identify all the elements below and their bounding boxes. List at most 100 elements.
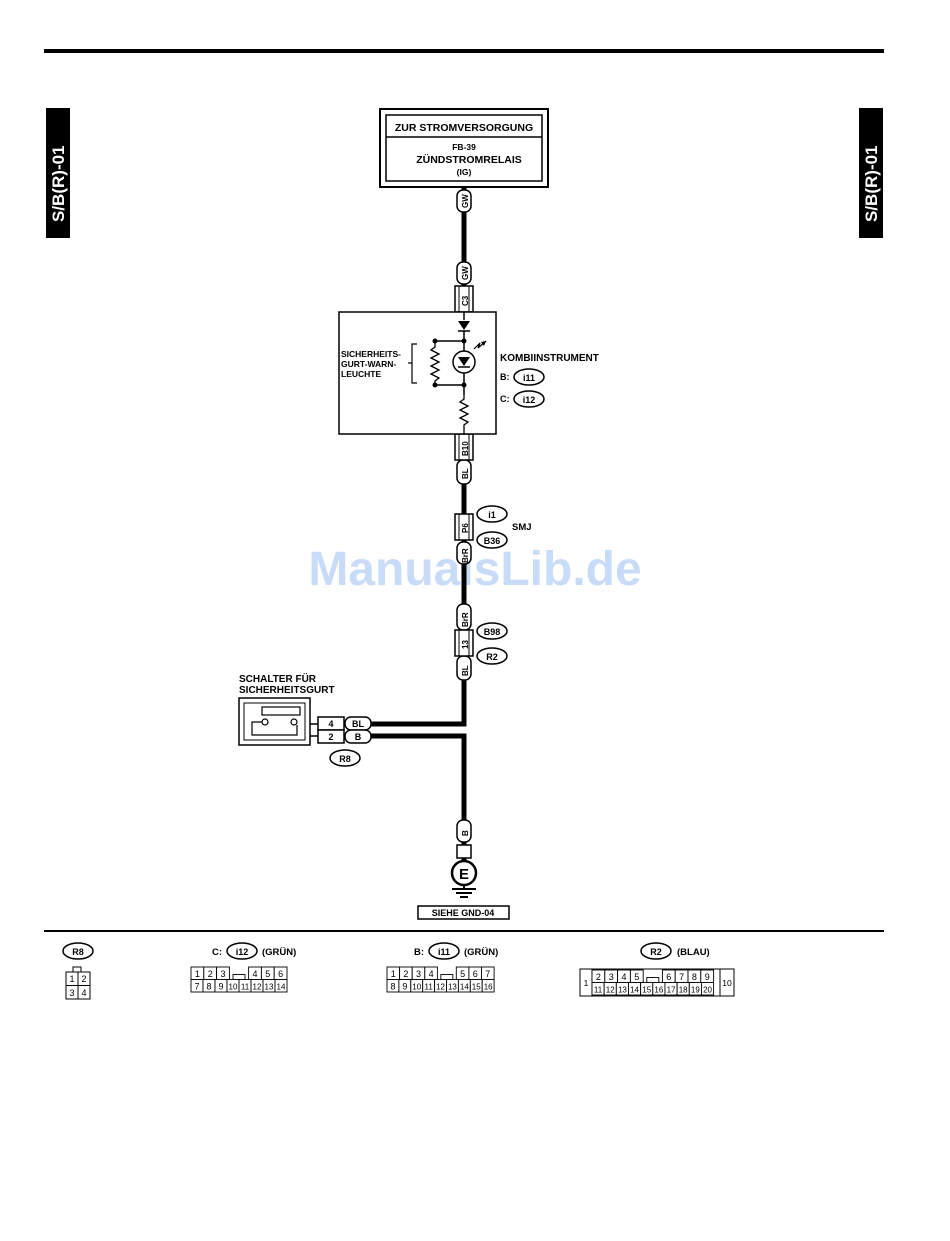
ground-symbol: E — [450, 844, 478, 898]
switch-pin-2: 2 — [317, 729, 345, 744]
wire-label-gw-bottom: GW — [456, 261, 472, 285]
pin-number: 15 — [472, 983, 481, 992]
legend-rule — [44, 930, 884, 932]
svg-text:i11: i11 — [523, 373, 535, 383]
pin-number: 4 — [429, 969, 434, 979]
pin-number: 9 — [218, 982, 223, 992]
pin-number: 14 — [460, 983, 469, 992]
watermark: ManualsLib.de — [308, 543, 641, 596]
pin-number: 10 — [412, 983, 421, 992]
smj-connector-b36: B36 — [476, 531, 508, 549]
smj-label: SMJ — [512, 522, 532, 533]
pin-number: 14 — [277, 983, 286, 992]
side-tab-left: S/B(R)-01 — [46, 108, 70, 238]
lamp-label-line1: SICHERHEITS- — [341, 349, 401, 359]
wire-label-b-ground: B — [456, 819, 472, 843]
main-wire — [370, 187, 467, 860]
svg-text:B: B — [461, 830, 470, 836]
svg-text:B10: B10 — [461, 441, 470, 456]
pin-number: 13 — [448, 983, 457, 992]
power-supply-box: ZUR STROMVERSORGUNG FB-39 ZÜNDSTROMRELAI… — [379, 108, 549, 188]
svg-text:2: 2 — [81, 974, 86, 984]
pin-number: 10 — [229, 983, 238, 992]
svg-text:R8: R8 — [339, 754, 351, 764]
pin-number: 18 — [679, 986, 688, 995]
svg-text:(GRÜN): (GRÜN) — [262, 947, 296, 958]
svg-text:BL: BL — [461, 665, 470, 676]
pin-number: 12 — [253, 983, 262, 992]
switch-pin-4: 4 — [317, 716, 345, 731]
pin-number: 12 — [436, 983, 445, 992]
wire-label-brr-lower: BrR — [456, 603, 472, 631]
pin-number: 11 — [594, 986, 603, 995]
svg-text:B98: B98 — [484, 627, 501, 637]
pin-number: 5 — [460, 969, 465, 979]
pin-number: 7 — [194, 982, 199, 992]
connector-b98: B98 — [476, 622, 508, 640]
pin-number: 19 — [691, 986, 700, 995]
svg-text:10: 10 — [722, 978, 732, 988]
pin-number: 12 — [606, 986, 615, 995]
svg-text:i12: i12 — [236, 947, 249, 957]
ground-letter: E — [459, 866, 469, 883]
connector-key — [440, 974, 454, 980]
switch-label-line2: SICHERHEITSGURT — [239, 685, 335, 696]
pin-number: 11 — [241, 983, 250, 992]
wire-label-switch-bl: BL — [344, 716, 372, 731]
svg-text:1: 1 — [69, 974, 74, 984]
pin-number: 6 — [666, 972, 671, 982]
wire-label-gw-top: GW — [456, 189, 472, 213]
pin-number: 9 — [402, 982, 407, 992]
pin-c3: C3 — [454, 285, 474, 313]
svg-text:i1: i1 — [488, 510, 496, 520]
pin-number: 6 — [278, 969, 283, 979]
pin-number: 13 — [265, 983, 274, 992]
lamp-label-line2: GURT-WARN- — [341, 359, 396, 369]
svg-text:1: 1 — [584, 978, 589, 988]
svg-text:R8: R8 — [72, 947, 84, 957]
svg-text:B36: B36 — [484, 536, 501, 546]
pin-number: 7 — [485, 969, 490, 979]
seat-belt-switch — [238, 697, 311, 746]
pin-number: 4 — [252, 969, 257, 979]
pin-number: 2 — [596, 972, 601, 982]
lamp-label-line3: LEUCHTE — [341, 369, 381, 379]
pin-number: 2 — [208, 969, 213, 979]
pin-number: 5 — [634, 972, 639, 982]
switch-label-line1: SCHALTER FÜR — [239, 672, 317, 685]
pin-number: 1 — [195, 969, 200, 979]
side-tab-right: S/B(R)-01 — [859, 108, 883, 238]
cluster-c-connector: i12 — [513, 390, 545, 408]
pin-number: 20 — [703, 986, 712, 995]
svg-text:R2: R2 — [486, 652, 498, 662]
pin-number: 3 — [220, 969, 225, 979]
top-rule — [44, 49, 884, 53]
svg-text:4: 4 — [328, 719, 333, 729]
pin-number: 15 — [642, 986, 651, 995]
wire-label-brr-upper: BrR — [456, 541, 472, 565]
combination-meter-label: KOMBIINSTRUMENT — [500, 353, 599, 364]
pin-number: 14 — [630, 986, 639, 995]
pin-number: 11 — [424, 983, 433, 992]
pin-number: 4 — [621, 972, 626, 982]
side-tab-right-label: S/B(R)-01 — [862, 145, 881, 222]
switch-connector-r8: R8 — [329, 749, 361, 767]
pin-number: 8 — [206, 982, 211, 992]
power-box-name: ZÜNDSTROMRELAIS — [416, 153, 522, 166]
pin-number: 1 — [391, 969, 396, 979]
svg-text:i12: i12 — [523, 395, 536, 405]
pin-number: 16 — [654, 986, 663, 995]
connector-r2: R2 — [476, 647, 508, 665]
svg-text:3: 3 — [69, 988, 74, 998]
ground-reference: SIEHE GND-04 — [417, 905, 510, 920]
cluster-b-connector: i11 — [513, 368, 545, 386]
wire-label-switch-b: B — [344, 729, 372, 744]
pin-number: 2 — [403, 969, 408, 979]
connector-key — [646, 977, 660, 983]
connector-key — [232, 974, 246, 980]
svg-text:BrR: BrR — [461, 548, 470, 563]
